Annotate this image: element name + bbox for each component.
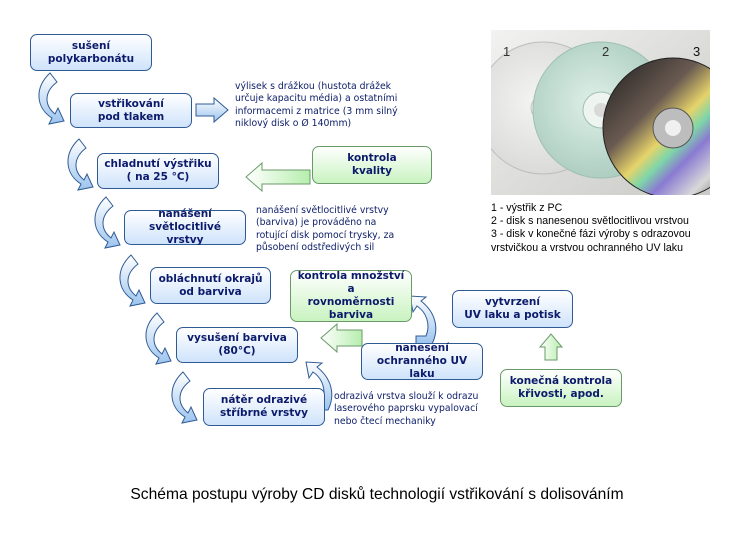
step-dye-coating: nanášení světlocitlivé vrstvy xyxy=(124,208,246,246)
photo-label-2: 2 xyxy=(602,44,609,59)
curve-arrow-2 xyxy=(67,138,94,191)
check-final: konečná kontrola křivosti, apod. xyxy=(500,369,622,407)
step-cooling: chladnutí výstřiku ( na 25 °C) xyxy=(97,153,219,189)
curve-arrow-5 xyxy=(145,312,172,365)
photo-legend: 1 - výstřik z PC 2 - disk s nanesenou sv… xyxy=(491,202,691,254)
left-arrow-quality xyxy=(245,161,311,193)
step-uv-cure-print: vytvrzení UV laku a potisk xyxy=(452,290,573,328)
step-uv-lacquer: nanesení ochranného UV laku xyxy=(361,342,483,380)
step-dye-drying: vysušení barviva (80°C) xyxy=(176,327,298,363)
curve-arrow-8 xyxy=(409,295,437,345)
step-edge-wash: obláchnutí okrajů od barviva xyxy=(150,267,271,304)
cd-discs-photo: 1 2 3 xyxy=(491,30,710,195)
curve-arrow-6 xyxy=(171,371,198,424)
check-quality: kontrola kvality xyxy=(312,146,432,184)
left-arrow-dye xyxy=(320,322,363,354)
note-injection: výlisek s drážkou (hustota drážek určuje… xyxy=(235,81,398,130)
curve-arrow-3 xyxy=(94,196,121,249)
curve-arrow-1 xyxy=(38,72,65,125)
check-dye-uniformity: kontrola množství a rovnoměrnosti barviv… xyxy=(290,270,412,322)
curve-arrow-4 xyxy=(119,254,146,307)
right-arrow-injection xyxy=(195,96,229,124)
step-drying: sušení polykarbonátu xyxy=(30,34,152,71)
note-dye-coating: nanášení světlocitlivé vrstvy (barviva) … xyxy=(256,205,395,254)
step-injection: vstřikování pod tlakem xyxy=(70,93,192,128)
figure-caption: Schéma postupu výroby CD disků technolog… xyxy=(130,486,624,503)
note-reflective: odrazivá vrstva slouží k odrazu laserové… xyxy=(334,391,479,427)
up-arrow-final xyxy=(538,333,564,361)
photo-label-1: 1 xyxy=(503,44,510,59)
photo-label-3: 3 xyxy=(693,44,700,59)
step-reflective-layer: nátěr odrazivé stříbrné vrstvy xyxy=(203,388,325,426)
